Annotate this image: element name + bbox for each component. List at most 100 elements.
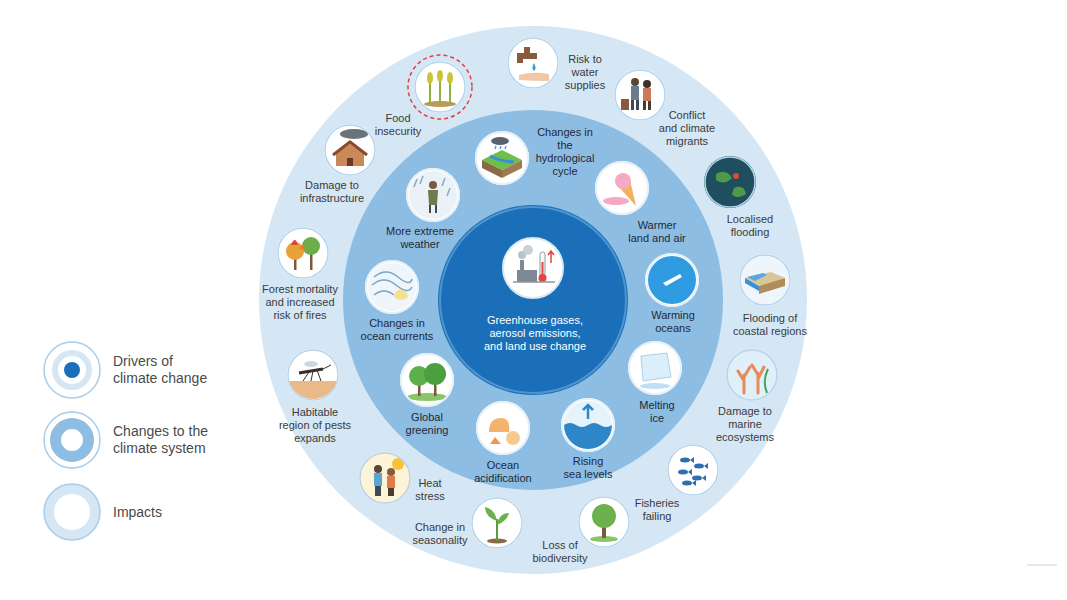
impact-node: Damage to infrastructure xyxy=(324,124,376,176)
impact-label: Localised flooding xyxy=(720,213,780,239)
label-box: Changes in ocean currents xyxy=(357,317,437,343)
node-outline xyxy=(439,206,627,394)
impact-node: Flooding of coastal regions xyxy=(739,254,791,306)
node-outline-circle xyxy=(740,255,790,305)
label-box: Loss of biodiversity xyxy=(529,539,591,565)
node-outline xyxy=(704,156,756,208)
impact-label: Risk to water supplies xyxy=(560,53,610,92)
climate-change-label: More extreme weather xyxy=(382,225,458,251)
impact-label: Damage to infrastructure xyxy=(296,179,368,205)
node-outline-circle xyxy=(476,132,528,184)
node-outline-circle xyxy=(727,350,777,400)
node-outline-circle xyxy=(579,497,629,547)
legend-drivers-sample xyxy=(44,342,100,398)
label-box: Damage to marine ecosystems xyxy=(714,405,776,444)
melting-ice-icon xyxy=(628,341,682,395)
rising-sea-icon xyxy=(561,398,615,452)
node-outline xyxy=(739,254,791,306)
label-box: Flooding of coastal regions xyxy=(730,312,810,338)
label-box: Rising sea levels xyxy=(563,455,613,481)
label-box: Localised flooding xyxy=(720,213,780,239)
node-outline xyxy=(614,69,666,121)
impact-node: Food insecurity xyxy=(414,61,466,113)
climate-change-label: Warmer land and air xyxy=(627,219,687,245)
impact-label: Change in seasonality xyxy=(410,521,470,547)
node-outline-circle xyxy=(705,157,755,207)
node-outline xyxy=(507,37,559,89)
tree-icon xyxy=(578,496,630,548)
impact-node: Conflict and climate migrants xyxy=(614,69,666,121)
node-outline xyxy=(400,353,454,407)
node-outline xyxy=(578,496,630,548)
climate-change-label: Rising sea levels xyxy=(563,455,613,481)
extreme-weather-icon xyxy=(406,168,460,222)
impact-node: Loss of biodiversity xyxy=(578,496,630,548)
node-outline-circle xyxy=(477,402,529,454)
node-outline-circle xyxy=(508,38,558,88)
fish-icon xyxy=(667,444,719,496)
node-outline-circle xyxy=(360,453,410,503)
node-outline xyxy=(359,452,411,504)
node-outline xyxy=(324,124,376,176)
greening-trees-icon xyxy=(400,353,454,407)
drivers-disc xyxy=(438,205,628,395)
impact-label: Fisheries failing xyxy=(629,497,685,523)
label-box: Greenhouse gases, aerosol emissions, and… xyxy=(481,314,589,353)
node-outline-circle xyxy=(596,162,648,214)
label-box: Risk to water supplies xyxy=(560,53,610,92)
impact-label: Flooding of coastal regions xyxy=(730,312,810,338)
corner-rule xyxy=(1027,565,1057,566)
node-outline xyxy=(726,349,778,401)
node-outline-circle xyxy=(562,399,614,451)
storm-house-icon xyxy=(324,124,376,176)
climate-system-node: Melting ice xyxy=(628,341,682,395)
label-box: Warming oceans xyxy=(645,309,701,335)
impact-label: Damage to marine ecosystems xyxy=(714,405,776,444)
impact-label: Forest mortality and increased risk of f… xyxy=(257,283,343,322)
impact-label: Habitable region of pests expands xyxy=(277,406,353,445)
legend-impacts-sample xyxy=(44,484,100,540)
node-outline xyxy=(628,341,682,395)
legend-entry: Impacts xyxy=(113,504,217,521)
label-box: Heat stress xyxy=(408,477,452,503)
climate-system-ring xyxy=(343,110,723,490)
label-box: Damage to infrastructure xyxy=(296,179,368,205)
label-box: Habitable region of pests expands xyxy=(277,406,353,445)
shells-icon xyxy=(476,401,530,455)
climate-system-node: Warming oceans xyxy=(645,253,699,307)
impact-node: Localised flooding xyxy=(704,156,756,208)
node-outline xyxy=(476,401,530,455)
node-outline-circle xyxy=(646,254,698,306)
climate-change-label: Global greening xyxy=(400,411,454,437)
impact-node: Habitable region of pests expands xyxy=(287,349,339,401)
impact-node: Damage to marine ecosystems xyxy=(726,349,778,401)
node-outline xyxy=(561,398,615,452)
legend-entry: Drivers of climate change xyxy=(113,353,217,387)
climate-change-label: Changes in ocean currents xyxy=(357,317,437,343)
coral-icon xyxy=(726,349,778,401)
node-outline xyxy=(277,227,329,279)
legend-label: Impacts xyxy=(113,504,217,521)
label-box: Forest mortality and increased risk of f… xyxy=(257,283,343,322)
ocean-currents-icon xyxy=(365,260,419,314)
factory-thermometer-icon xyxy=(503,238,563,298)
node-outline-circle xyxy=(407,169,459,221)
tap-hand-icon xyxy=(507,37,559,89)
label-box: Change in seasonality xyxy=(410,521,470,547)
node-outline-circle xyxy=(615,70,665,120)
climate-change-label: Ocean acidification xyxy=(471,459,535,485)
node-outline-circle xyxy=(629,342,681,394)
climate-change-label: Melting ice xyxy=(635,399,679,425)
impact-node: Risk to water supplies xyxy=(507,37,559,89)
impact-node: Change in seasonality xyxy=(471,497,523,549)
label-box: Ocean acidification xyxy=(471,459,535,485)
impacts-ring xyxy=(259,26,807,574)
climate-system-node: Ocean acidification xyxy=(476,401,530,455)
coastal-flood-icon xyxy=(739,254,791,306)
migrants-icon xyxy=(614,69,666,121)
label-box: Conflict and climate migrants xyxy=(659,109,716,148)
label-box: Warmer land and air xyxy=(627,219,687,245)
node-outline xyxy=(475,131,529,185)
node-outline xyxy=(414,61,466,113)
driver-label: Greenhouse gases, aerosol emissions, and… xyxy=(481,314,589,353)
